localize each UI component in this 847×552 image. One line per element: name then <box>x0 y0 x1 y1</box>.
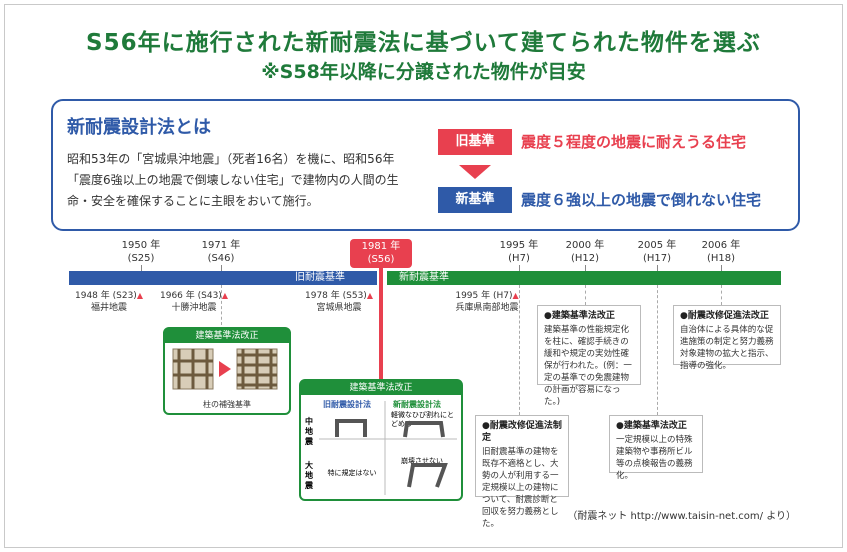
building-frame-illustration <box>319 401 457 495</box>
new-standard-text: 震度６強以上の地震で倒れない住宅 <box>521 191 762 209</box>
event-miyagi: 1978 年 (S53)▲宮城県地震 <box>305 291 373 313</box>
triangle-icon: ▲ <box>136 291 143 300</box>
note-1995: ●耐震改修促進法制定旧耐震基準の建物を既存不適格とし、大勢の人が利用する一定規模… <box>475 415 569 529</box>
event-hyogo: 1995 年 (H7)▲兵庫県南部地震 <box>455 291 519 313</box>
tick-1971 <box>221 265 222 271</box>
row-medium-quake: 中地震 <box>305 417 313 446</box>
event-tokachi: 1966 年 (S43)▲十勝沖地震 <box>160 291 228 313</box>
old-large-cell: 特に規定はない <box>327 469 377 477</box>
guide-1995 <box>519 285 520 415</box>
source-credit: （耐震ネット http://www.taisin-net.com/ より） <box>567 511 796 522</box>
old-standard-bar-label: 旧耐震基準 <box>295 272 345 283</box>
col-old-design: 旧耐震設計法 <box>323 400 371 409</box>
new-standard-bar <box>387 271 781 285</box>
tick-1950 <box>141 265 142 271</box>
triangle-icon: ▲ <box>366 291 373 300</box>
revision-1981-box: 建築基準法改正 旧耐震設計法 新耐震設計法 中地震 大地震 軽微なひび割れにとど… <box>299 379 463 501</box>
diagram-frame: S56年に施行された新耐震法に基づいて建てられた物件を選ぶ ※S58年以降に分譲… <box>4 4 843 548</box>
new-standard-label: 新基準 <box>438 187 512 213</box>
revision-1981-heading: 建築基準法改正 <box>301 381 461 395</box>
year-2006: 2006 年(H18) <box>701 240 741 264</box>
year-1995: 1995 年(H7) <box>499 240 539 264</box>
tick-2005 <box>657 265 658 271</box>
sub-title: ※S58年以降に分譲された物件が目安 <box>261 61 586 83</box>
old-standard-text: 震度５程度の地震に耐えうる住宅 <box>521 133 747 151</box>
info-box: 新耐震設計法とは 昭和53年の「宮城県沖地震」（死者16名）を機に、昭和56年「… <box>51 99 800 231</box>
info-heading: 新耐震設計法とは <box>67 117 211 138</box>
old-standard-bar <box>69 271 377 285</box>
year-2000: 2000 年(H12) <box>565 240 605 264</box>
note-2006: ●耐震改修促進法改正自治体による具体的な促進施策の制定と努力義務対象建物の拡大と… <box>673 305 781 371</box>
new-large-cell: 崩壊させない <box>401 457 443 465</box>
note-2005: ●建築基準法改正一定規模以上の特殊建築物や事務所ビル等の点検報告の義務化。 <box>609 415 703 481</box>
guide-1971 <box>221 285 222 325</box>
year-1981-badge: 1981 年(S56) <box>350 239 412 268</box>
revision-1971-box: 建築基準法改正 柱の補強基準 <box>163 327 291 415</box>
col-new-design: 新耐震設計法 <box>393 400 441 409</box>
guide-2005 <box>657 285 658 415</box>
new-medium-cell: 軽微なひび割れにとどめる <box>391 411 454 428</box>
revision-1971-heading: 建築基準法改正 <box>165 329 289 343</box>
tick-2000 <box>585 265 586 271</box>
triangle-icon: ▲ <box>512 291 519 300</box>
revision-1971-caption: 柱の補強基準 <box>203 400 251 409</box>
event-fukui: 1948 年 (S23)▲福井地震 <box>75 291 143 313</box>
guide-2006 <box>721 285 722 305</box>
main-title: S56年に施行された新耐震法に基づいて建てられた物件を選ぶ <box>86 30 761 56</box>
guide-2000 <box>585 285 586 305</box>
row-large-quake: 大地震 <box>305 461 313 490</box>
column-reinforcement-illustration <box>172 348 278 390</box>
year-1981-marker <box>379 267 383 379</box>
tick-2006 <box>721 265 722 271</box>
year-1950: 1950 年(S25) <box>121 240 161 264</box>
year-1971: 1971 年(S46) <box>201 240 241 264</box>
year-2005: 2005 年(H17) <box>637 240 677 264</box>
new-standard-bar-label: 新耐震基準 <box>399 272 449 283</box>
tick-1995 <box>519 265 520 271</box>
triangle-icon: ▲ <box>221 291 228 300</box>
down-arrow-icon <box>459 165 491 179</box>
info-body: 昭和53年の「宮城県沖地震」（死者16名）を機に、昭和56年「震度6強以上の地震… <box>67 152 399 208</box>
old-standard-label: 旧基準 <box>438 129 512 155</box>
note-2000: ●建築基準法改正建築基準の性能規定化を柱に、確認手続きの緩和や規定の実効性確保が… <box>537 305 641 407</box>
